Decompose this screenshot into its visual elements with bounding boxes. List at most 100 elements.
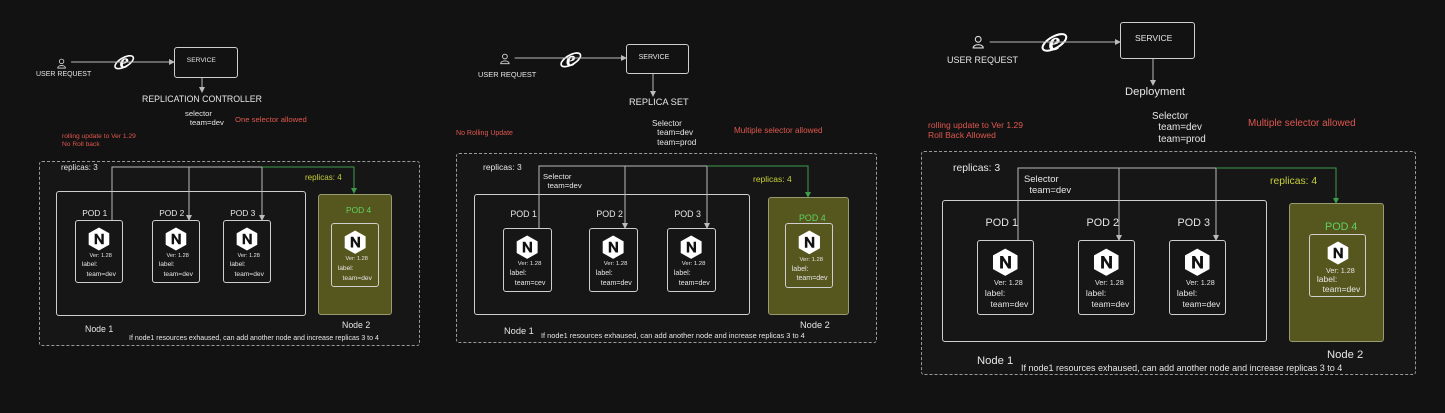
replicas-count: replicas: 3 bbox=[61, 163, 98, 172]
update-note: Roll Back Allowed bbox=[928, 129, 996, 140]
service-label: SERVICE bbox=[638, 53, 670, 61]
inner-selector-value: team=dev bbox=[547, 181, 582, 191]
footer-note: If node1 resources exhaused, can add ano… bbox=[541, 331, 805, 340]
pod-name: POD 3 bbox=[1177, 217, 1210, 229]
node-2-label: Node 2 bbox=[342, 320, 371, 330]
pod-4-name: POD 4 bbox=[346, 205, 372, 215]
user-request-label: USER REQUEST bbox=[478, 70, 537, 79]
service-label: SERVICE bbox=[1135, 33, 1173, 44]
pod-card[interactable]: Ver: 1.28 label:team=dev bbox=[152, 220, 200, 283]
pod-name: POD 1 bbox=[82, 208, 108, 218]
footer-note: If node1 resources exhaused, can add ano… bbox=[1021, 363, 1343, 373]
pod-label-value: team=dev bbox=[1091, 299, 1130, 310]
node-2-label: Node 2 bbox=[1327, 349, 1364, 361]
internet-explorer-icon: e bbox=[559, 47, 583, 77]
pod-version: Ver: 1.28 bbox=[681, 261, 706, 267]
nginx-icon bbox=[515, 235, 539, 265]
node-1-label: Node 1 bbox=[977, 355, 1014, 367]
pod-name: POD 2 bbox=[1086, 217, 1119, 229]
scale-out-line bbox=[707, 165, 811, 198]
selector-line bbox=[538, 165, 710, 229]
selector-note: Multiple selector allowed bbox=[1248, 118, 1356, 129]
selector-value: team=prod bbox=[1158, 133, 1206, 145]
pod-label-key: label: bbox=[337, 264, 354, 272]
pod-version: Ver: 1.28 bbox=[993, 277, 1023, 287]
pod-name: POD 2 bbox=[596, 209, 623, 219]
nginx-icon bbox=[87, 227, 111, 256]
pod-version: Ver: 1.28 bbox=[237, 252, 260, 259]
user-request-label: USER REQUEST bbox=[36, 71, 92, 78]
node-1-box bbox=[942, 200, 1267, 342]
selector-title: Selector bbox=[652, 119, 682, 128]
nginx-icon bbox=[235, 227, 259, 256]
pod-version: Ver: 1.28 bbox=[166, 252, 189, 259]
inner-selector-title: Selector bbox=[543, 172, 572, 181]
selector-value: team=dev bbox=[657, 128, 694, 138]
pod-label-value: team=dev bbox=[1322, 283, 1361, 294]
selector-value: team=dev bbox=[1158, 122, 1202, 134]
pod-label-key: label: bbox=[673, 269, 691, 277]
node-1-box bbox=[474, 194, 750, 315]
node-1-label: Node 1 bbox=[504, 326, 534, 336]
pod-version: Ver: 1.28 bbox=[1094, 277, 1124, 287]
pod-version: Ver: 1.28 bbox=[89, 252, 112, 259]
replicas-4-count: replicas: 4 bbox=[753, 174, 792, 184]
nginx-icon bbox=[1326, 241, 1350, 270]
selector-line bbox=[1017, 167, 1219, 241]
node-2-box bbox=[1289, 203, 1384, 342]
pod-name: POD 1 bbox=[985, 217, 1018, 229]
replicas-4-count: replicas: 4 bbox=[305, 173, 342, 182]
selector-value: team=dev bbox=[189, 117, 224, 127]
update-note: rolling update to Ver 1.29 bbox=[62, 133, 136, 140]
user-icon bbox=[56, 56, 67, 74]
pod-4-name: POD 4 bbox=[799, 213, 826, 223]
pod-label-value: team=dev bbox=[163, 270, 193, 278]
pod-label-key: label: bbox=[229, 261, 246, 269]
nginx-icon bbox=[1092, 248, 1121, 282]
nginx-icon bbox=[601, 235, 625, 265]
pod-label-value: team=cev bbox=[514, 279, 546, 287]
pod-label-key: label: bbox=[984, 288, 1006, 298]
scale-out-line bbox=[262, 166, 357, 194]
controller-title: REPLICA SET bbox=[629, 97, 689, 107]
internet-explorer-icon: e bbox=[1040, 25, 1069, 62]
service-label: SERVICE bbox=[186, 57, 216, 65]
user-icon bbox=[499, 52, 511, 70]
node-1-label: Node 1 bbox=[85, 324, 114, 334]
update-note: No Roll back bbox=[62, 140, 100, 148]
node-2-box bbox=[768, 197, 849, 315]
selector-title: Selector bbox=[1152, 111, 1189, 122]
inner-selector-value: team=dev bbox=[1029, 185, 1072, 197]
pod-label-value: team=dev bbox=[342, 274, 372, 282]
selector-note: Multiple selector allowed bbox=[734, 126, 823, 135]
nginx-icon bbox=[797, 230, 822, 260]
scale-out-line bbox=[1216, 167, 1339, 204]
pod-label-key: label: bbox=[158, 261, 175, 269]
pod-label-key: label: bbox=[1176, 288, 1198, 298]
pod-label-value: team=dev bbox=[1182, 299, 1221, 310]
svg-text:e: e bbox=[1048, 28, 1060, 56]
pod-label-key: label: bbox=[81, 261, 98, 269]
controller-title: Deployment bbox=[1125, 86, 1186, 98]
selector-title: selector bbox=[185, 109, 212, 118]
node-1-box bbox=[56, 191, 306, 316]
pod-version: Ver: 1.28 bbox=[517, 261, 542, 267]
controller-title: REPLICATION CONTROLLER bbox=[142, 94, 262, 104]
pod-name: POD 1 bbox=[510, 209, 537, 219]
node-2-box bbox=[318, 194, 392, 315]
pod-label-key: label: bbox=[1316, 274, 1338, 285]
nginx-icon bbox=[164, 227, 188, 256]
replicas-count: replicas: 3 bbox=[483, 162, 522, 172]
